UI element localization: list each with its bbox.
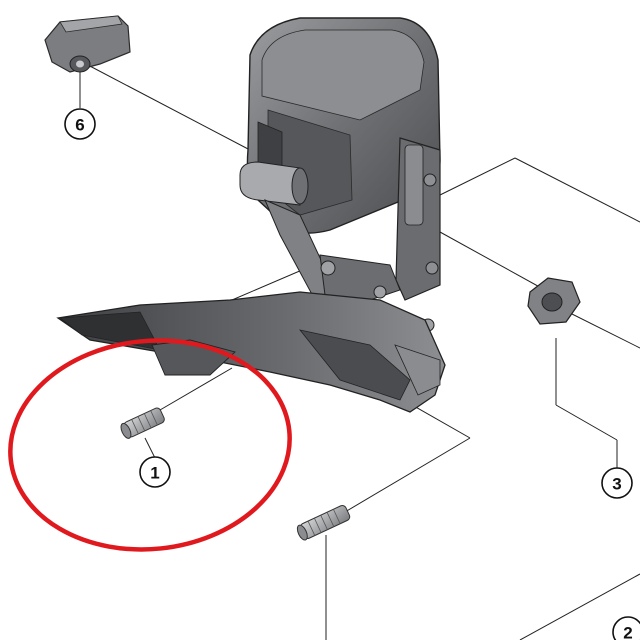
part-3-nut bbox=[527, 277, 581, 325]
part-2-bolt bbox=[296, 504, 351, 541]
part-1-bolt bbox=[120, 407, 165, 439]
callout-1-label: 1 bbox=[150, 464, 159, 483]
callout-2-label: 2 bbox=[623, 624, 632, 640]
callout-2: 2 bbox=[612, 616, 640, 640]
callout-6-label: 6 bbox=[75, 116, 84, 135]
callout-1: 1 bbox=[139, 456, 171, 488]
callout-3-label: 3 bbox=[612, 475, 621, 494]
callout-6: 6 bbox=[64, 108, 96, 140]
highlight-circle bbox=[8, 338, 292, 552]
part-6-cover-cap bbox=[44, 15, 131, 73]
callout-3: 3 bbox=[601, 467, 633, 499]
front-derailleur-body bbox=[56, 17, 446, 413]
